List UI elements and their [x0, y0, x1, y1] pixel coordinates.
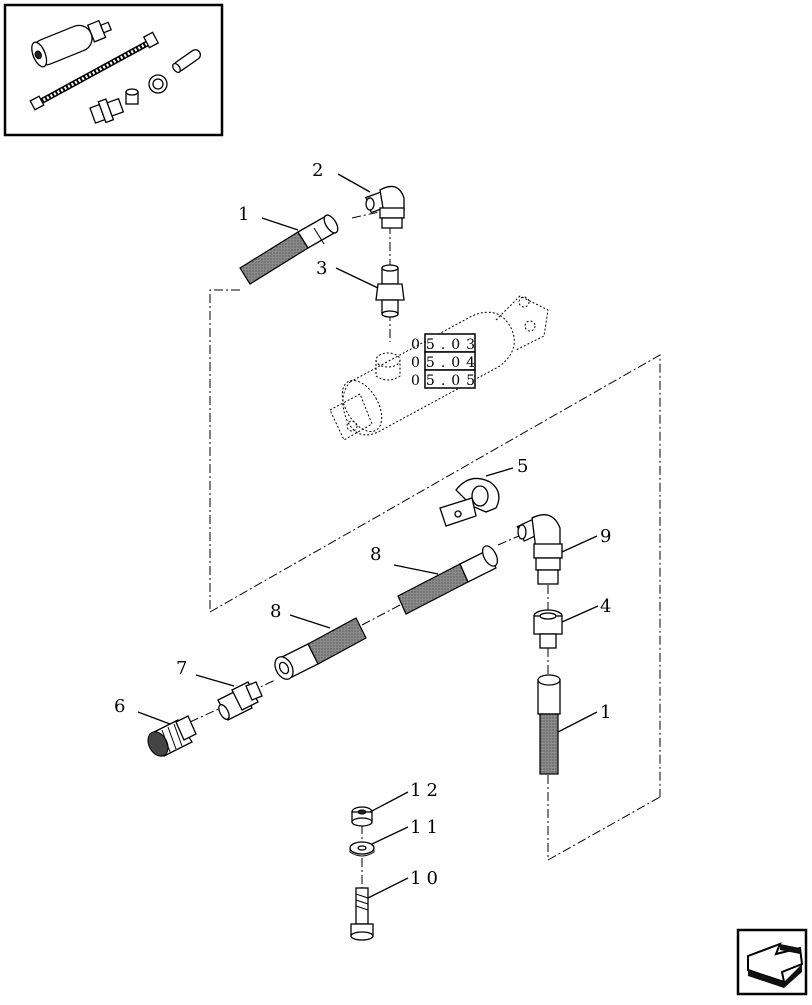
callout-1-lower[interactable]: 1	[600, 702, 616, 723]
hose-lower-vertical	[537, 674, 561, 775]
kit-thumbnail-icon[interactable]	[3, 3, 224, 137]
adapter-fitting	[375, 264, 405, 318]
callout-12[interactable]: 12	[410, 780, 443, 801]
callout-10[interactable]: 10	[410, 868, 443, 889]
dust-cap	[147, 715, 197, 757]
reference-box-1[interactable]: 05.03	[411, 333, 481, 353]
hose-upper	[239, 214, 339, 285]
callout-3[interactable]: 3	[316, 258, 332, 279]
nut	[351, 806, 373, 827]
callout-9[interactable]: 9	[600, 526, 616, 547]
hose-section-upper	[397, 545, 499, 615]
next-page-arrow-icon[interactable]	[736, 928, 808, 996]
hose-section-lower	[274, 617, 367, 680]
callout-1-upper[interactable]: 1	[238, 204, 254, 225]
svg-text:05.03: 05.03	[411, 337, 481, 353]
bolt	[350, 887, 374, 941]
callout-4[interactable]: 4	[600, 596, 616, 617]
washer	[349, 841, 375, 857]
callout-5[interactable]: 5	[517, 456, 533, 477]
callout-6[interactable]: 6	[114, 696, 130, 717]
elbow-fitting-lower	[516, 514, 563, 585]
callout-11[interactable]: 11	[410, 817, 443, 838]
straight-fitting	[533, 609, 563, 649]
reference-box-3[interactable]: 05.05	[411, 369, 481, 389]
hose-clamp	[439, 477, 500, 527]
svg-text:05.05: 05.05	[411, 373, 481, 389]
callout-2[interactable]: 2	[312, 160, 328, 181]
hydraulic-cylinder-outline	[329, 295, 549, 441]
reference-box-2[interactable]: 05.04	[411, 351, 481, 371]
quick-coupler-male	[217, 681, 263, 721]
elbow-fitting-upper	[364, 185, 405, 229]
callout-8-upper[interactable]: 8	[370, 544, 386, 565]
callout-7[interactable]: 7	[176, 658, 192, 679]
svg-text:05.04: 05.04	[411, 355, 481, 371]
callout-8-lower[interactable]: 8	[270, 601, 286, 622]
